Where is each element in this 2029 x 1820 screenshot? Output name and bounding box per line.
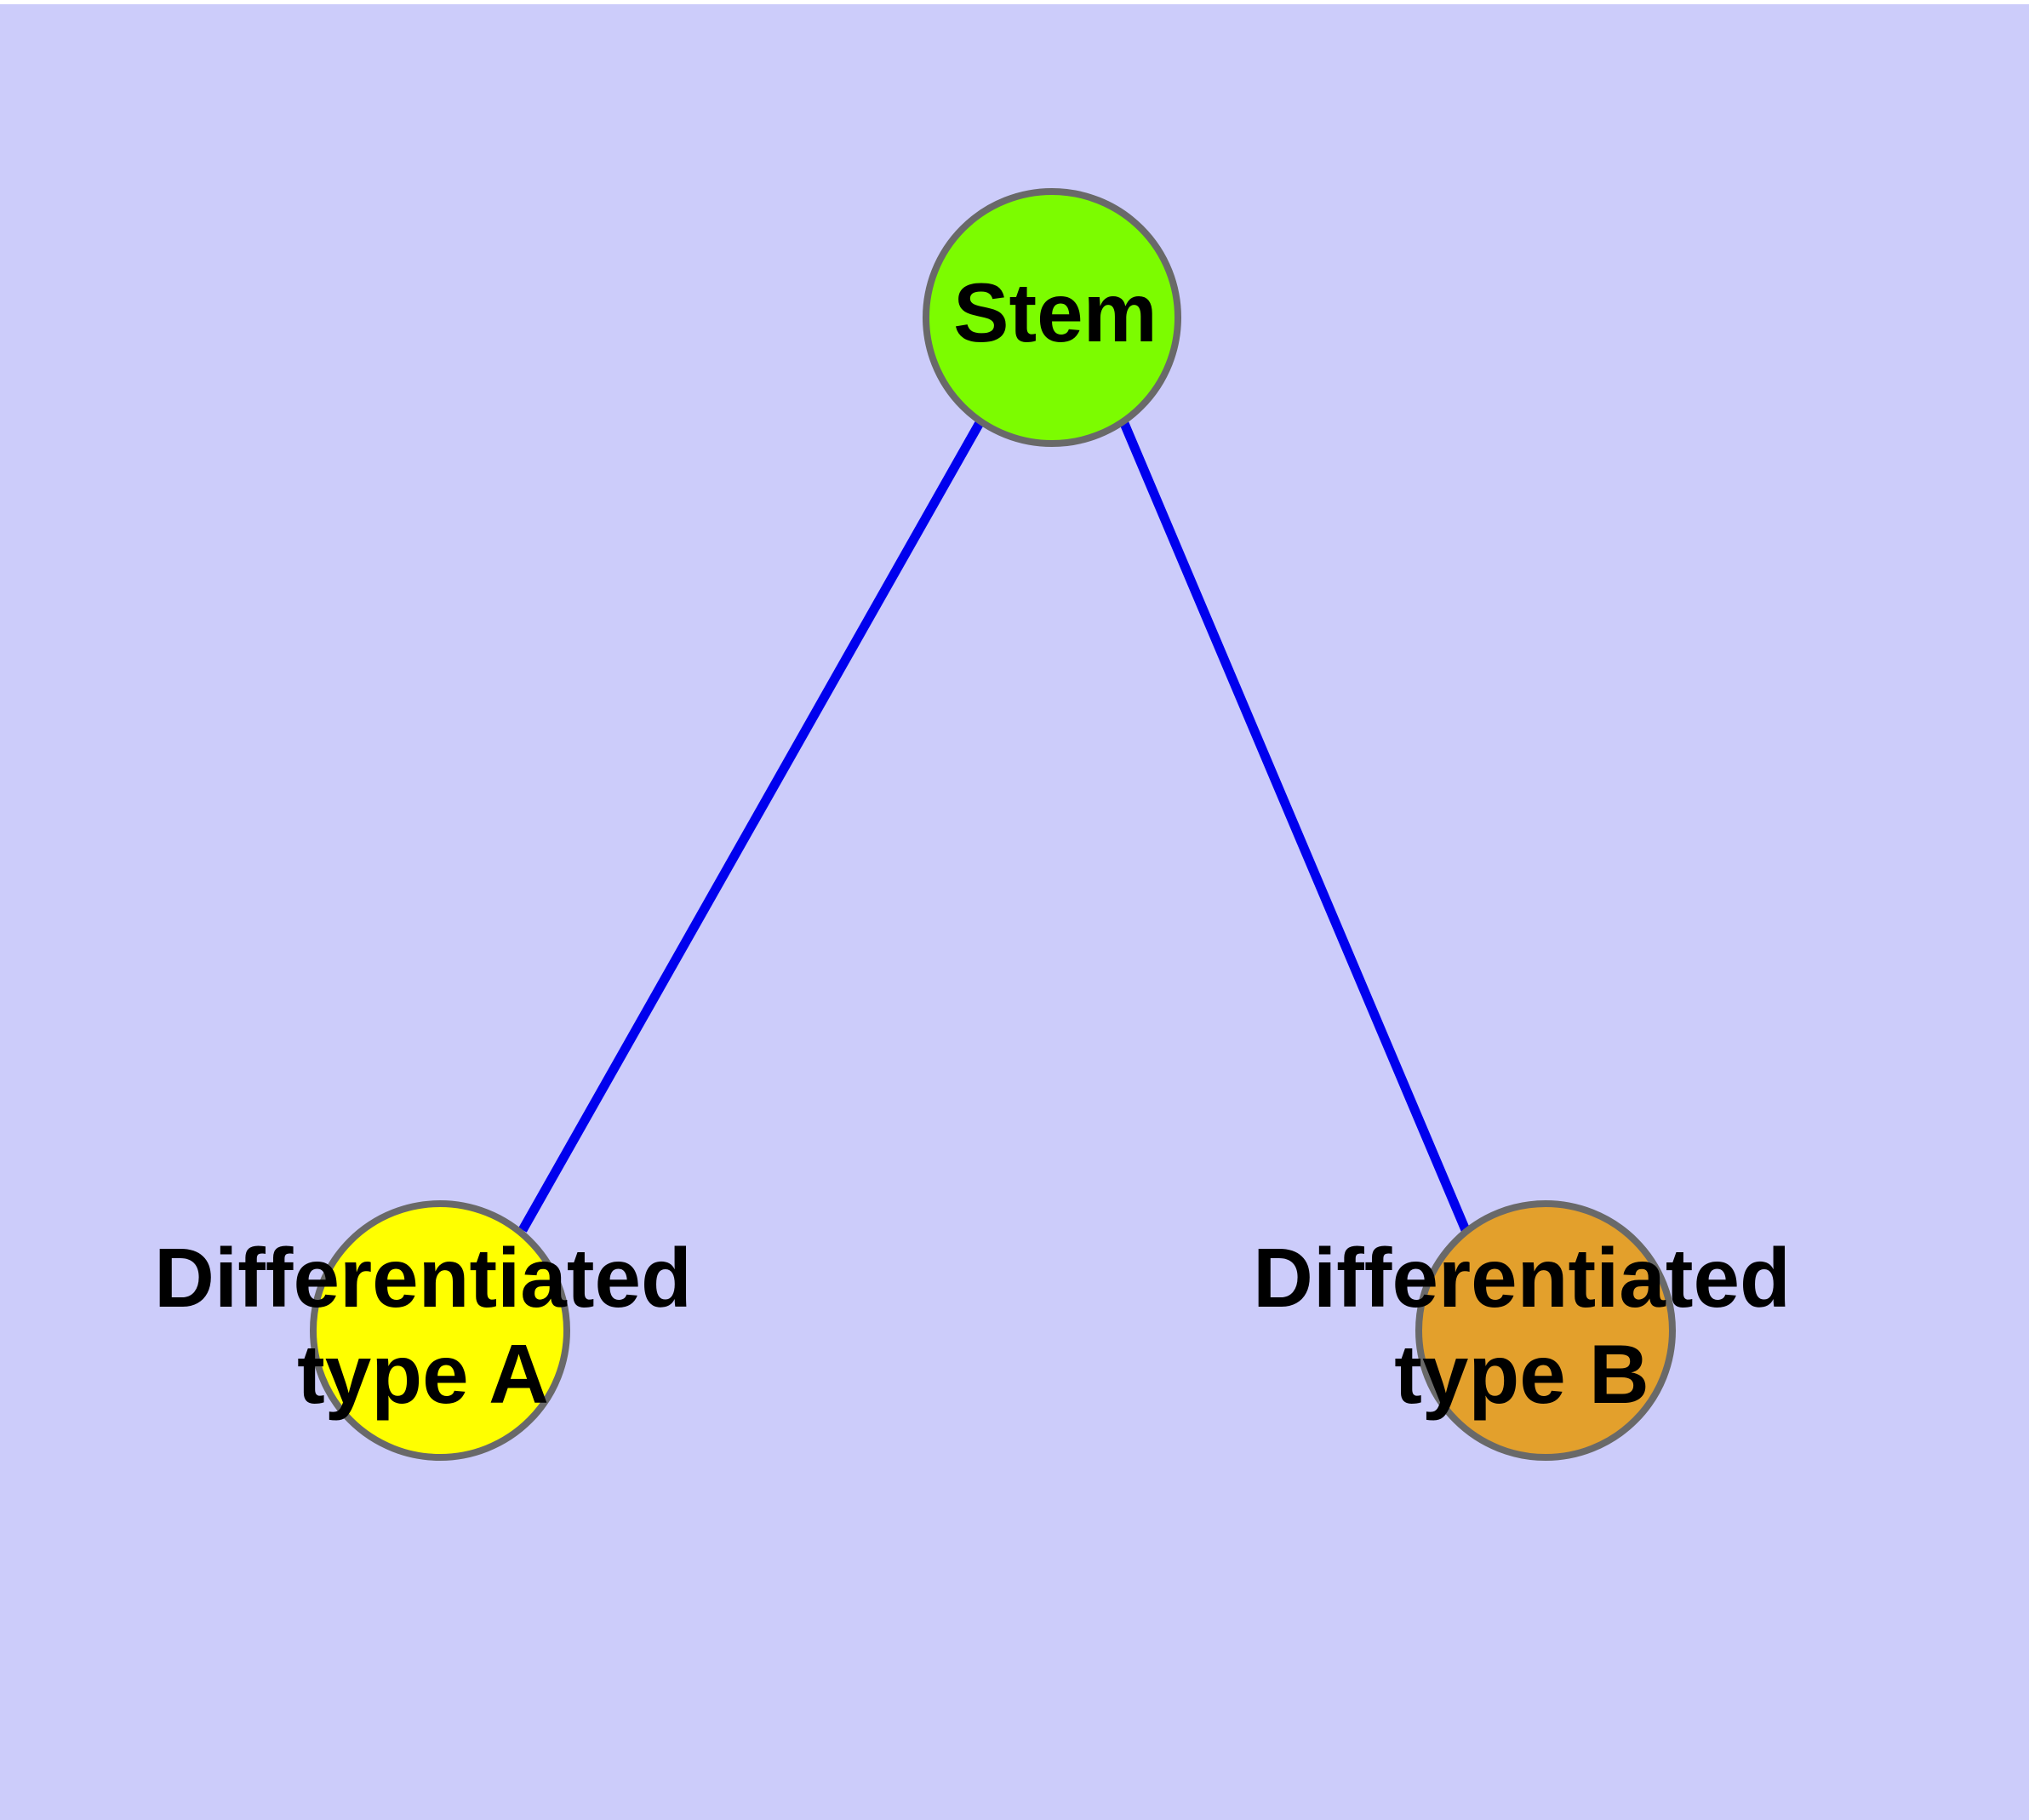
node-differentiated-type-a[interactable]: Differentiated type A xyxy=(154,1200,692,1461)
node-stem-label: Stem xyxy=(953,266,1157,359)
node-differentiated-type-b-circle[interactable] xyxy=(1415,1200,1676,1461)
node-stem-circle[interactable] xyxy=(923,188,1181,447)
node-differentiated-type-b-label-line2: type B xyxy=(1394,1327,1649,1421)
node-differentiated-type-a-circle[interactable] xyxy=(310,1200,570,1461)
node-layer: Stem Differentiated type A Differentiate… xyxy=(154,188,1791,1461)
edge-layer xyxy=(518,419,1471,1233)
node-differentiated-type-b[interactable]: Differentiated type B xyxy=(1253,1200,1791,1461)
node-differentiated-type-a-label-line1: Differentiated xyxy=(154,1231,692,1325)
node-differentiated-type-a-label-line2: type A xyxy=(297,1327,549,1421)
node-differentiated-type-b-label-line1: Differentiated xyxy=(1253,1231,1791,1325)
edge-stem-to-differentiated-type-a[interactable] xyxy=(518,419,985,1233)
edge-stem-to-differentiated-type-b[interactable] xyxy=(1118,419,1471,1233)
node-stem[interactable]: Stem xyxy=(923,188,1181,447)
